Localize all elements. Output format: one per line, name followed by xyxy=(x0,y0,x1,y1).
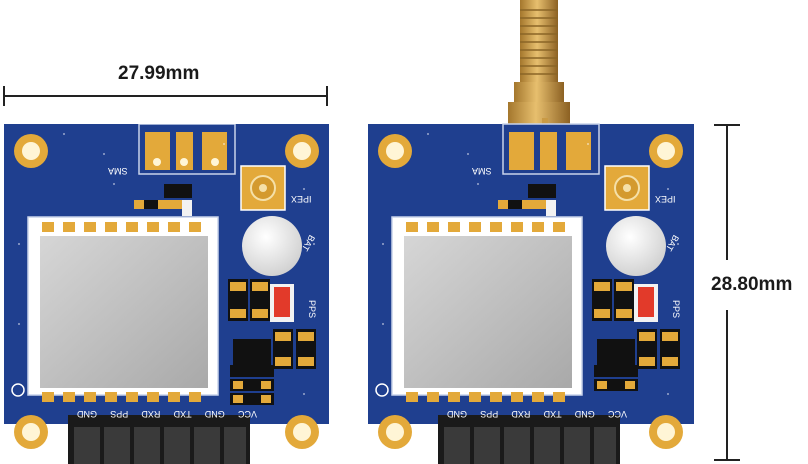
ipex-label: IPEX xyxy=(655,194,676,204)
pps-led xyxy=(638,287,654,317)
pin-label: GND xyxy=(204,409,225,419)
height-dimension-line-top xyxy=(726,124,728,260)
pin-label: TXD xyxy=(543,409,562,419)
passive-components xyxy=(228,279,316,405)
pin-label: TXD xyxy=(173,409,192,419)
pps-label: PPS xyxy=(671,300,681,319)
battery xyxy=(606,216,666,276)
pin-label: VCC xyxy=(237,409,257,419)
sma-label: SMA xyxy=(472,166,492,176)
height-dimension-label: 28.80mm xyxy=(711,274,793,295)
pin-label: VCC xyxy=(607,409,627,419)
pin-label: GND xyxy=(77,409,98,419)
board-left-graphic xyxy=(4,124,329,464)
pin-labels: GND PPS RXD TXD GND VCC xyxy=(447,409,627,419)
height-dimension-line-bottom xyxy=(726,310,728,460)
pin-label: GND xyxy=(574,409,595,419)
pps-led xyxy=(274,287,290,317)
battery xyxy=(242,216,302,276)
pin-label: PPS xyxy=(110,409,129,419)
pps-label: PPS xyxy=(307,300,317,319)
pin-labels: GND PPS RXD TXD GND VCC xyxy=(77,409,257,419)
sma-label: SMA xyxy=(108,166,128,176)
ipex-label: IPEX xyxy=(291,194,312,204)
pin-label: PPS xyxy=(480,409,499,419)
gps-module xyxy=(40,236,208,388)
pin-label: GND xyxy=(447,409,468,419)
height-dimension-tick-bottom xyxy=(714,459,740,461)
width-dimension-tick-left xyxy=(3,86,5,106)
pin-label: RXD xyxy=(141,409,161,419)
board-right: SMA IPEX BAT PPS GND PPS RXD TXD GND VCC xyxy=(368,0,696,464)
width-dimension-line xyxy=(4,95,327,97)
width-dimension-label: 27.99mm xyxy=(118,63,200,84)
width-dimension-tick-right xyxy=(326,86,328,106)
ipex-connector xyxy=(240,165,286,211)
gps-module xyxy=(404,236,572,388)
board-right-graphic xyxy=(368,0,694,464)
pin-label: RXD xyxy=(511,409,531,419)
board-left: SMA IPEX BAT PPS GND PPS RXD TXD GND VCC xyxy=(4,124,329,464)
